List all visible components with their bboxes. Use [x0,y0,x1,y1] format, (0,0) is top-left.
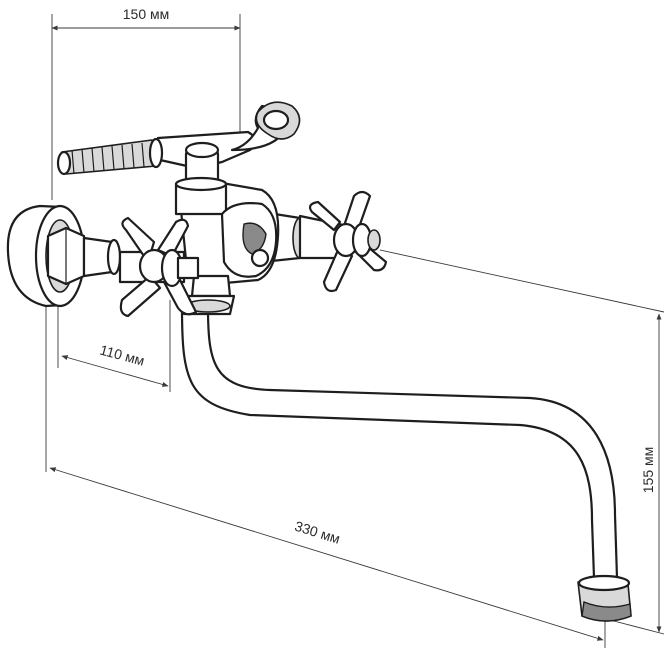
shower-arm [156,101,301,170]
dimension-spout-height: 155 мм [379,249,665,635]
diverter-knob[interactable] [220,202,278,278]
spout [180,306,632,622]
dimension-top-width: 150 мм [51,6,241,200]
dimension-label-spout-height: 155 мм [640,447,656,494]
wall-flange [6,204,122,308]
left-cross-handle[interactable] [118,216,200,318]
dimension-handle-offset: 110 мм [57,290,171,392]
dimension-spout-length: 330 мм [45,290,606,648]
dimension-label-top-width: 150 мм [123,6,170,22]
dimension-label-spout-length: 330 мм [293,518,342,547]
shower-hose [56,137,164,176]
right-cross-handle[interactable] [298,190,388,293]
dimension-label-handle-offset: 110 мм [98,342,146,369]
